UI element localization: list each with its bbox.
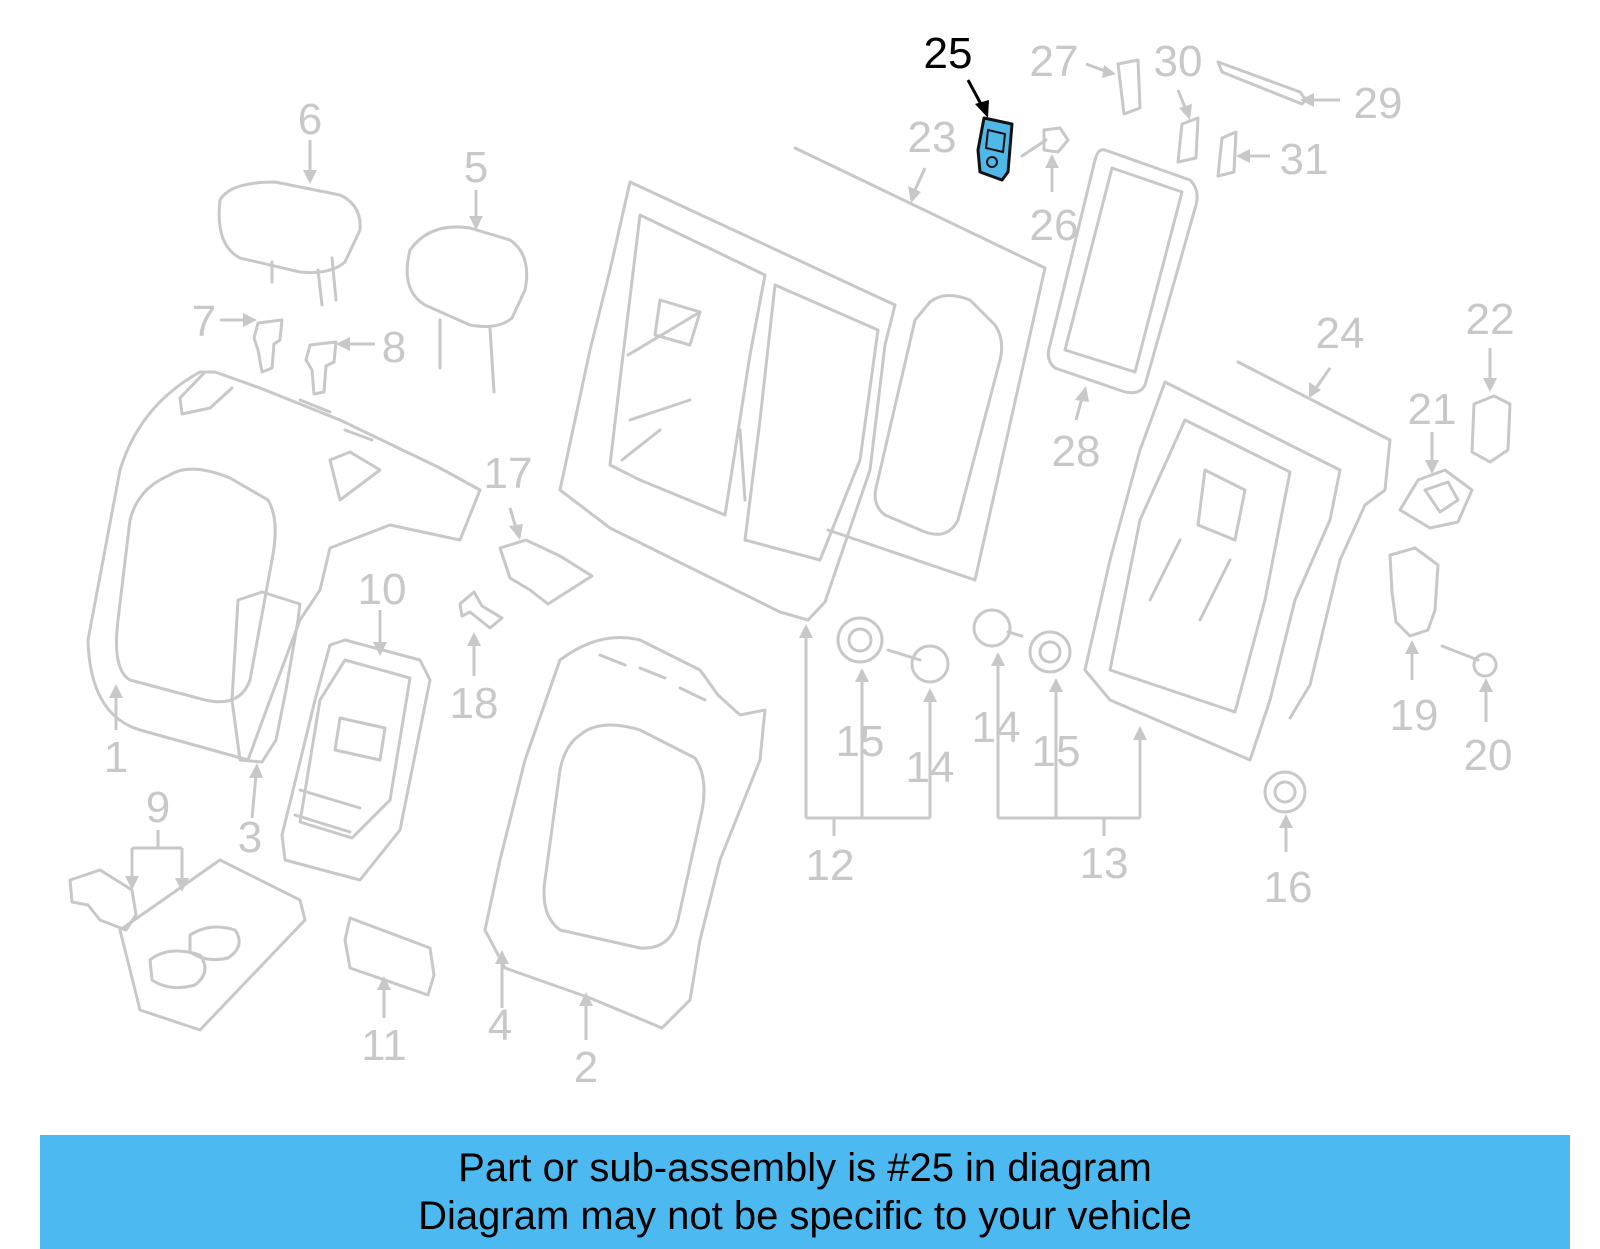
banner-line-2: Diagram may not be specific to your vehi… [418, 1194, 1192, 1238]
part-20-bolt [1440, 644, 1498, 678]
part-14-bolt-left [886, 644, 950, 684]
callout-14-left: 14 [906, 743, 955, 792]
callout-3: 3 [238, 813, 262, 862]
callout-4: 4 [488, 1001, 512, 1050]
callout-15-left: 15 [836, 717, 885, 766]
part-5-headrest [405, 225, 529, 394]
part-28-panel [1046, 148, 1199, 395]
part-11-trim-strip [343, 916, 436, 997]
part-10-armrest-frame [280, 638, 432, 882]
callout-16: 16 [1264, 863, 1313, 912]
part-8-guide [304, 340, 338, 396]
part-29-rod [1216, 60, 1308, 106]
part-18-clip [458, 590, 504, 630]
callout-24: 24 [1316, 309, 1365, 358]
callout-7: 7 [192, 297, 216, 346]
callout-27: 27 [1030, 37, 1079, 86]
callout-13: 13 [1080, 839, 1129, 888]
part-19-latch [1388, 546, 1440, 638]
callout-8: 8 [382, 323, 406, 372]
part-17-bracket [498, 538, 594, 606]
callout-14-right: 14 [972, 703, 1021, 752]
callout-25-active: 25 [924, 29, 973, 78]
part-31-clip [1216, 130, 1238, 178]
info-banner: Part or sub-assembly is #25 in diagram D… [40, 1135, 1570, 1249]
part-2-backrest-cushion [483, 636, 767, 1030]
part-22-release-button [1470, 394, 1512, 464]
part-6-headrest [217, 180, 362, 307]
part-16-bushing [1263, 770, 1307, 814]
callout-28: 28 [1052, 427, 1101, 476]
part-15-bushing-left [836, 616, 884, 664]
part-30-clip [1176, 116, 1200, 164]
callout-15-right: 15 [1032, 727, 1081, 776]
callout-20: 20 [1464, 731, 1513, 780]
banner-line-1: Part or sub-assembly is #25 in diagram [458, 1146, 1152, 1190]
callout-2: 2 [574, 1043, 598, 1092]
part-25-highlighted-bracket [976, 116, 1014, 182]
part-1-backrest-cover [86, 370, 482, 762]
callout-26: 26 [1030, 201, 1079, 250]
callout-29: 29 [1354, 79, 1403, 128]
callout-10: 10 [358, 565, 407, 614]
part-27-clip [1116, 58, 1142, 116]
part-14-bolt-right [972, 608, 1024, 648]
callout-17: 17 [484, 449, 533, 498]
callout-1: 1 [104, 733, 128, 782]
callout-31: 31 [1280, 135, 1329, 184]
callout-22: 22 [1466, 295, 1515, 344]
part-3-trim [230, 590, 302, 764]
callout-23: 23 [908, 113, 957, 162]
part-21-bezel [1398, 468, 1474, 530]
part-24-backrest-frame [1083, 360, 1392, 762]
leader-lines [109, 62, 1497, 1040]
callout-9: 9 [146, 783, 170, 832]
part-23-backrest-frame [558, 146, 1047, 622]
callout-12: 12 [806, 841, 855, 890]
callout-labels: 6 5 7 8 1 3 9 10 11 4 2 17 18 23 25 27 3… [104, 29, 1515, 1092]
callout-30: 30 [1154, 37, 1203, 86]
callout-19: 19 [1390, 691, 1439, 740]
callout-5: 5 [464, 143, 488, 192]
callout-11: 11 [361, 1021, 407, 1070]
callout-6: 6 [298, 95, 322, 144]
part-9-armrest [68, 858, 307, 1032]
callout-18: 18 [450, 679, 499, 728]
callout-21: 21 [1408, 385, 1457, 434]
part-26-bolt [1020, 126, 1070, 158]
part-7-guide [252, 318, 284, 374]
part-15-bushing-right [1028, 630, 1072, 674]
